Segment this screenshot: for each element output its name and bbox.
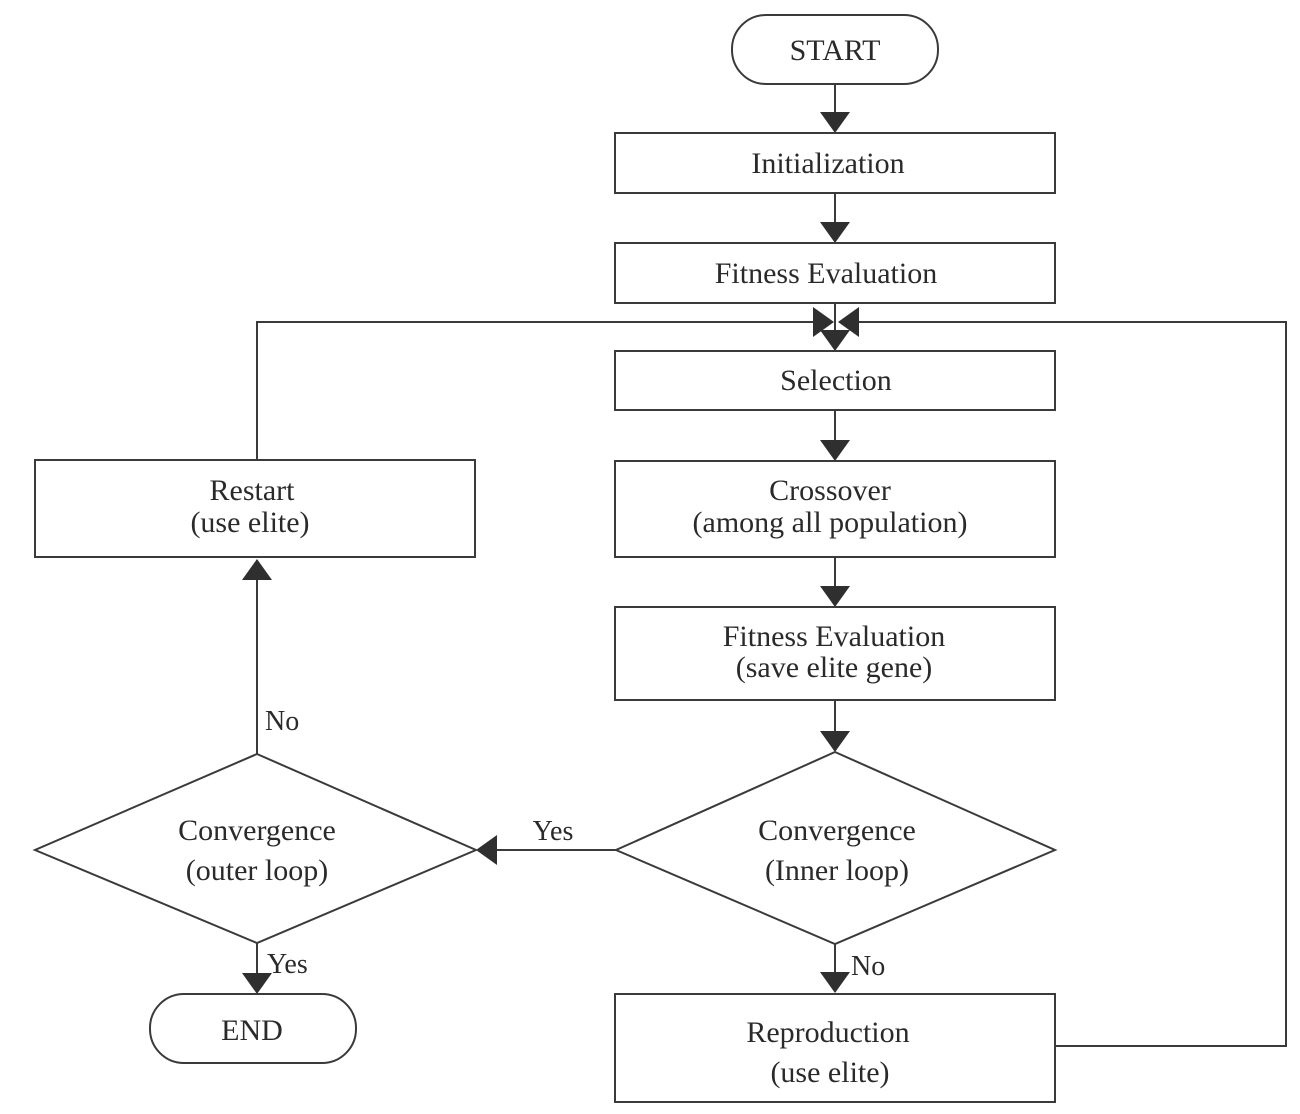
- end-label: END: [221, 1014, 283, 1047]
- restart-label: Restart: [210, 474, 296, 507]
- start-label: START: [790, 34, 881, 67]
- crossover-label: Crossover: [769, 474, 891, 507]
- fitness-evaluation-elite-label: Fitness Evaluation: [723, 620, 945, 653]
- connectors: [256, 84, 1287, 1047]
- fitness-evaluation-label: Fitness Evaluation: [715, 257, 937, 290]
- edge-restart-loop-back: [256, 321, 815, 460]
- reproduction-sublabel: (use elite): [770, 1056, 889, 1089]
- arrowhead-down-inner-convergence: [820, 731, 850, 752]
- inner-convergence-decision: Convergence (Inner loop): [613, 750, 1058, 946]
- restart-sublabel: (use elite): [190, 506, 309, 539]
- crossover-sublabel: (among all population): [693, 506, 968, 539]
- arrowhead-down-reproduction: [820, 972, 850, 993]
- crossover-box: Crossover (among all population): [614, 460, 1056, 558]
- initialization-label: Initialization: [751, 147, 904, 180]
- outer-yes-label: Yes: [267, 949, 308, 980]
- outer-convergence-label: Convergence: [178, 814, 336, 847]
- inner-no-label: No: [851, 951, 885, 982]
- arrowhead-up-restart: [242, 559, 272, 580]
- arrowhead-left-reproduction-merge: [838, 307, 859, 337]
- inner-yes-label: Yes: [533, 816, 574, 847]
- arrowhead-down-crossover: [820, 440, 850, 461]
- arrowhead-down-selection: [820, 330, 850, 351]
- reproduction-label: Reproduction: [746, 1016, 909, 1049]
- outer-no-label: No: [265, 706, 299, 737]
- arrowhead-down-fitness: [820, 222, 850, 243]
- arrowhead-down-initialization: [820, 112, 850, 133]
- reproduction-box: Reproduction (use elite): [614, 993, 1056, 1103]
- arrowhead-right-restart-merge: [813, 307, 834, 337]
- inner-convergence-sublabel: (Inner loop): [765, 854, 909, 887]
- arrowhead-left-outer-convergence: [476, 835, 497, 865]
- edge-reproduction-loop-back: [857, 321, 1287, 1047]
- end-terminal: END: [149, 993, 357, 1064]
- edge-labels: Yes No No Yes: [265, 706, 885, 982]
- restart-box: Restart (use elite): [34, 459, 476, 558]
- initialization-box: Initialization: [614, 132, 1056, 194]
- arrowhead-down-fitness2: [820, 586, 850, 607]
- selection-label: Selection: [780, 364, 892, 397]
- fitness-evaluation-elite-sublabel: (save elite gene): [736, 651, 933, 684]
- start-terminal: START: [731, 14, 939, 85]
- fitness-evaluation-elite-box: Fitness Evaluation (save elite gene): [614, 606, 1056, 701]
- arrowhead-down-end: [242, 973, 272, 994]
- outer-convergence-sublabel: (outer loop): [186, 854, 328, 887]
- selection-box: Selection: [614, 350, 1056, 411]
- outer-convergence-decision: Convergence (outer loop): [32, 752, 479, 945]
- inner-convergence-label: Convergence: [758, 814, 916, 847]
- arrowheads: [242, 112, 859, 994]
- fitness-evaluation-box: Fitness Evaluation: [614, 242, 1056, 304]
